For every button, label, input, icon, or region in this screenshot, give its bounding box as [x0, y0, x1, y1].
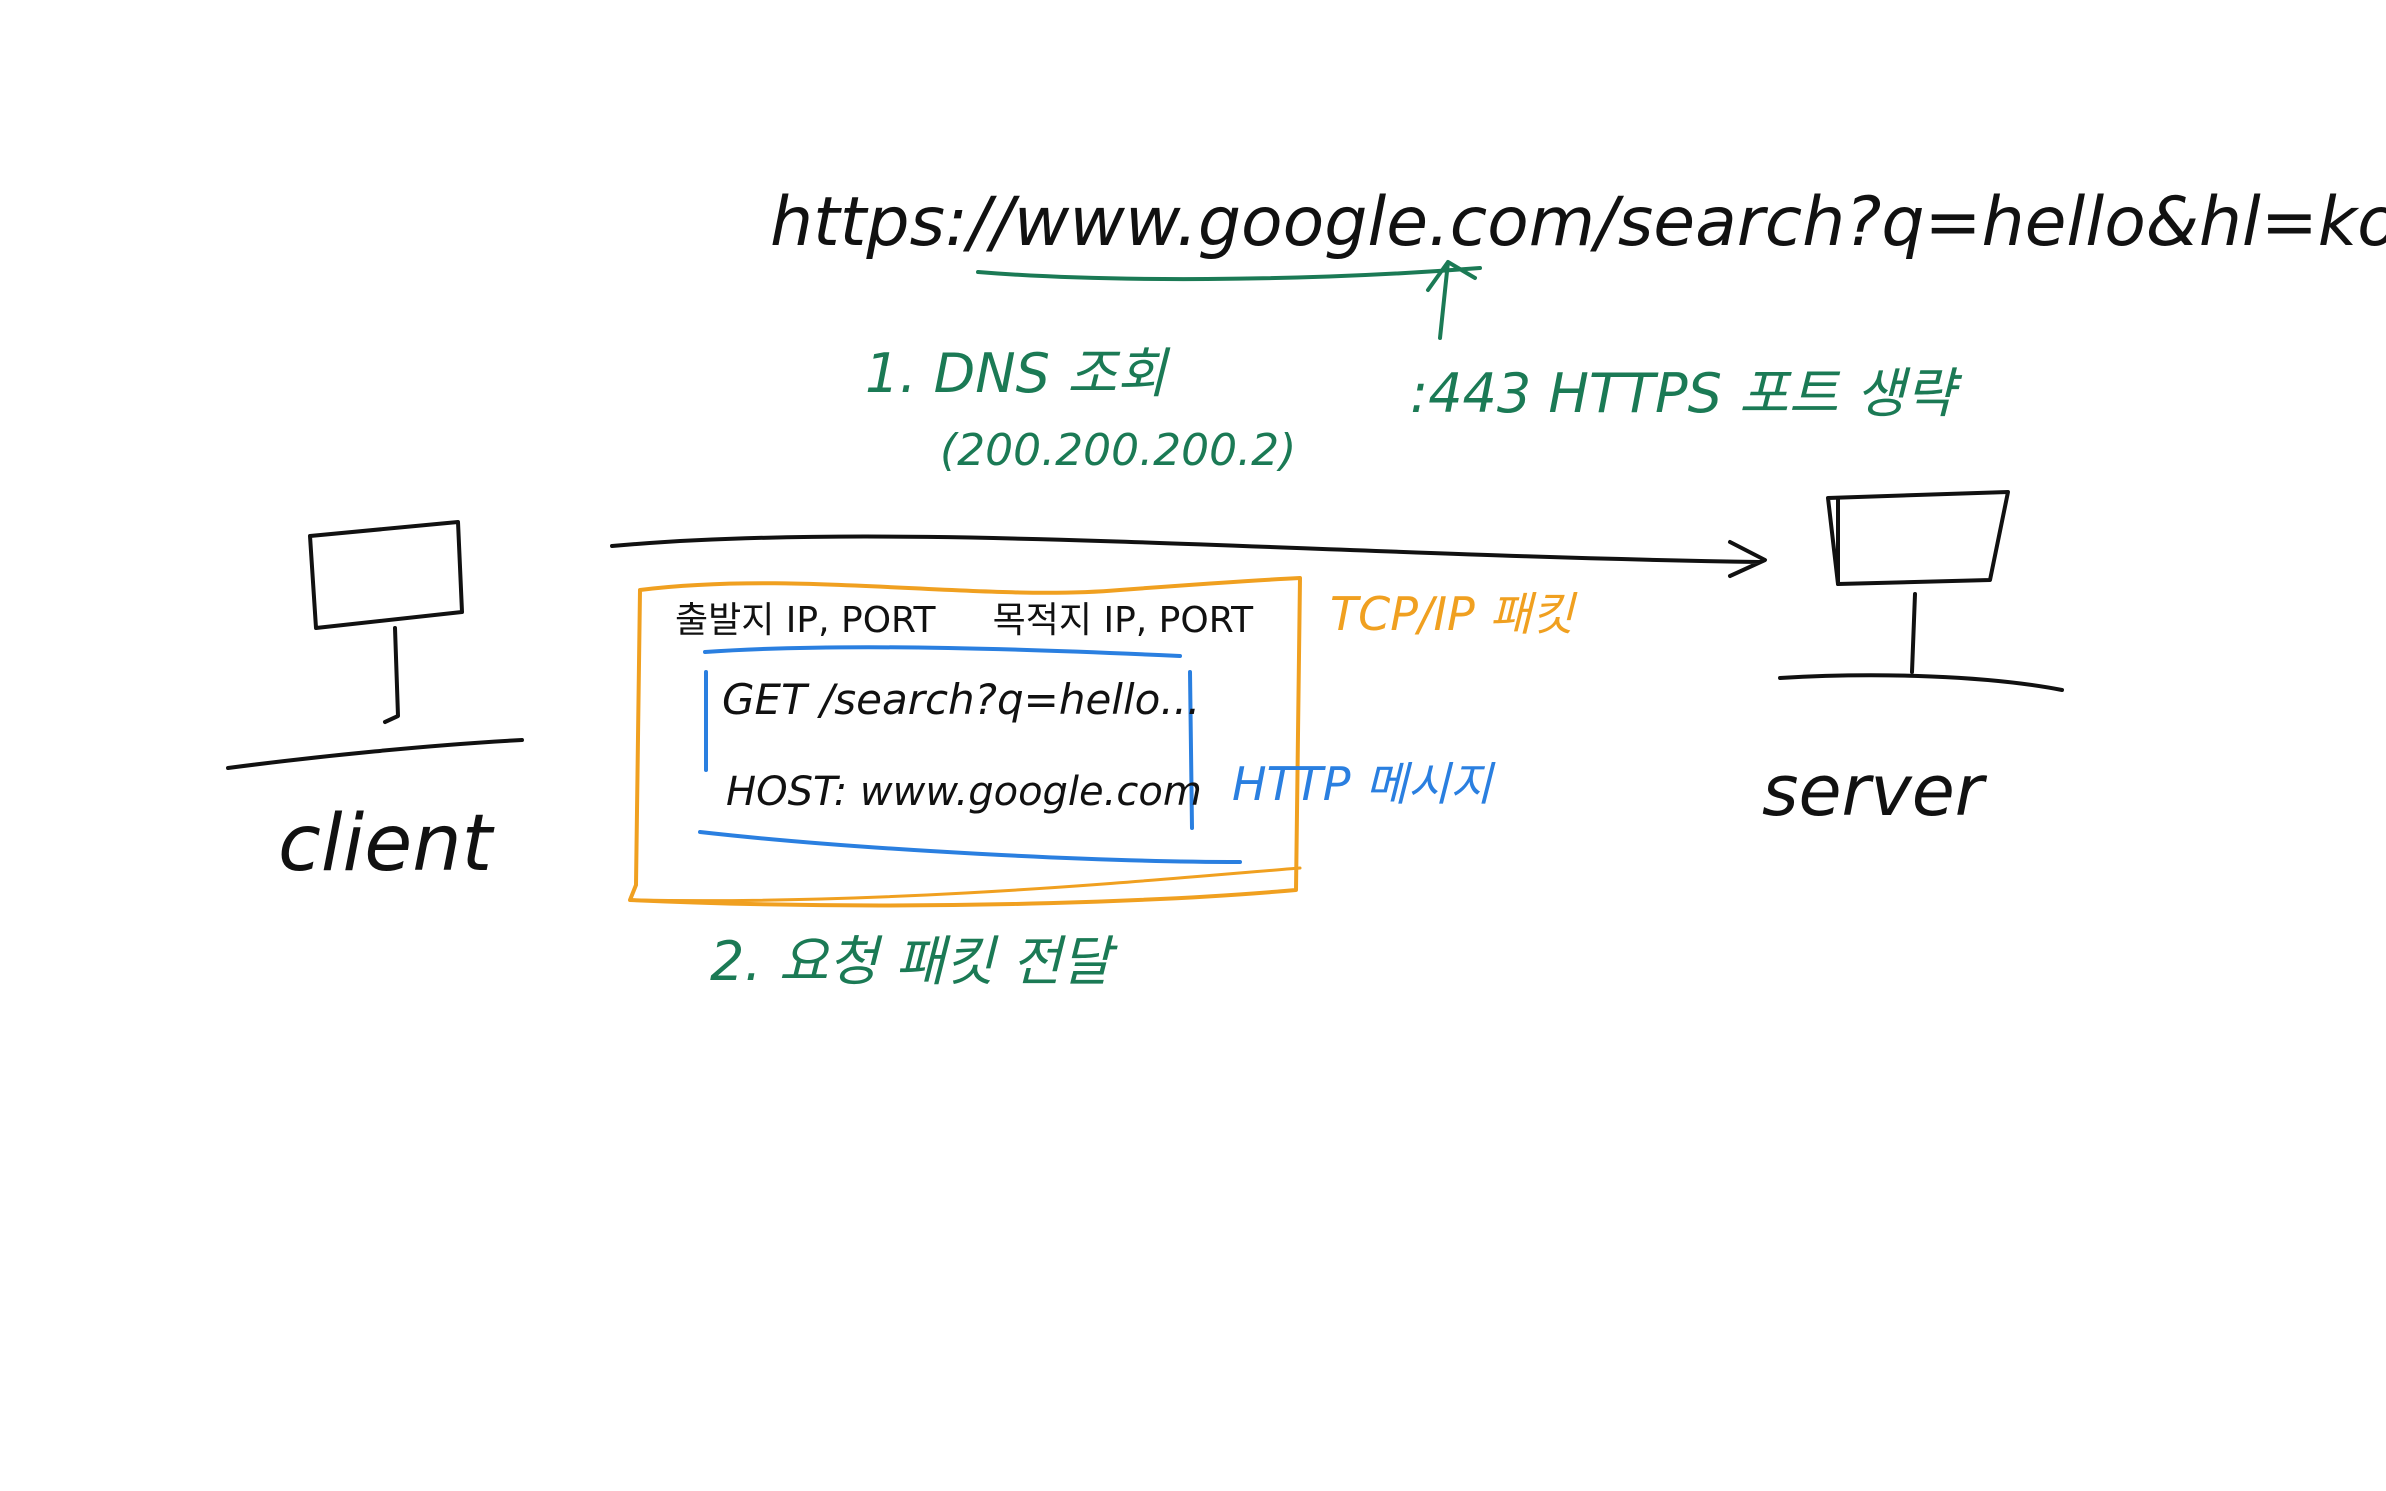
tcp-header-fields: 출발지 IP, PORT 목적지 IP, PORT	[675, 600, 1254, 641]
tcp-ip-packet-label: TCP/IP 패킷	[1330, 587, 1578, 641]
dns-ip-label: (200.200.200.2)	[940, 425, 1296, 476]
server-label: server	[1762, 750, 1988, 832]
client-label: client	[278, 799, 495, 889]
client-monitor-icon	[226, 520, 524, 770]
request-arrow	[610, 534, 1767, 578]
port-omitted-label: :443 HTTPS 포트 생략	[1410, 362, 1963, 425]
tcp-ip-box-bottom-stroke	[630, 866, 1302, 903]
url-text: https://www.google.com/search?q=hello&hl…	[770, 183, 2386, 262]
dns-lookup-label: 1. DNS 조회	[865, 342, 1171, 405]
host-underline	[976, 266, 1482, 282]
server-monitor-icon	[1778, 490, 2064, 692]
port-pointer-arrow	[1426, 260, 1477, 340]
http-message-label: HTTP 메시지	[1232, 757, 1496, 811]
send-packet-label: 2. 요청 패킷 전달	[710, 930, 1118, 993]
http-message-box	[698, 645, 1242, 864]
tcp-ip-packet-box	[628, 576, 1302, 908]
http-host-line: HOST: www.google.com	[726, 769, 1202, 815]
http-request-line: GET /search?q=hello...	[722, 675, 1200, 724]
